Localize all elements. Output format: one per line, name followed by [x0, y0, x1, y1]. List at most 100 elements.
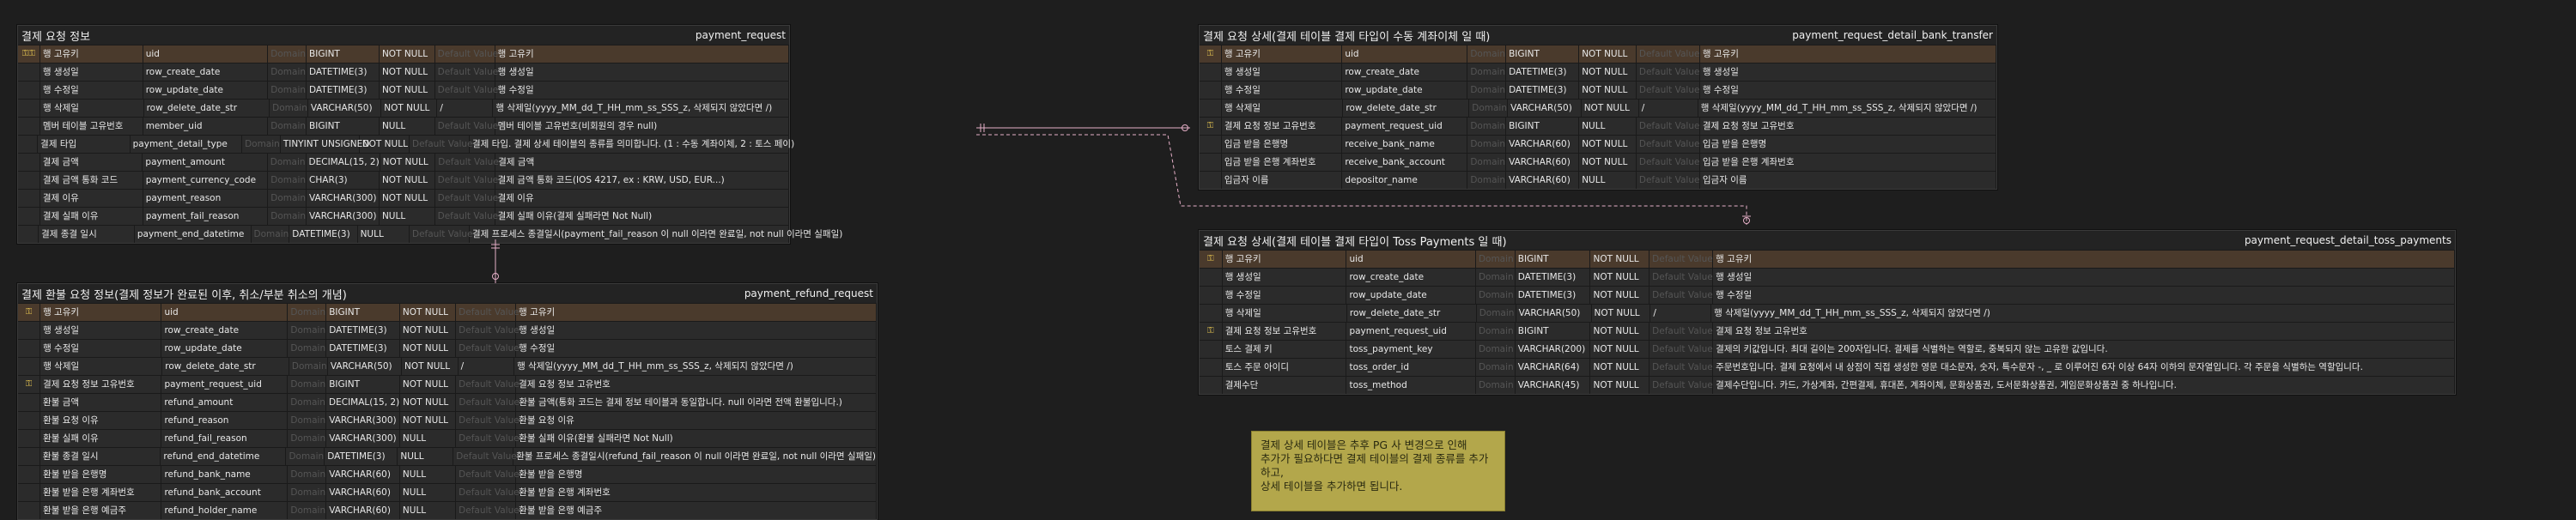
column-default: Default Value — [1649, 377, 1714, 394]
key-cell — [18, 448, 40, 465]
column-comment: 환불 프로세스 종결일시(refund_fail_reason 이 null 이… — [513, 448, 878, 465]
column-type: VARCHAR(300) — [326, 412, 400, 429]
column-logical-name: 행 삭제일 — [40, 358, 163, 375]
column-physical-name: payment_request_uid — [1346, 323, 1476, 340]
column-domain: Domain — [289, 358, 328, 375]
column-type: DATETIME(3) — [326, 340, 400, 357]
key-icon: ⚿⚿ — [18, 45, 40, 63]
entity-payment-refund-request[interactable]: 결제 환불 요청 정보(결제 정보가 완료된 이후, 취소/부분 취소의 개념)… — [17, 283, 878, 520]
key-cell — [1200, 154, 1222, 171]
column-type: BIGINT — [326, 304, 400, 321]
column-comment: 결제의 키값입니다. 최대 길이는 200자입니다. 결제를 식별하는 역할로,… — [1713, 341, 2455, 358]
column-physical-name: refund_amount — [161, 394, 289, 411]
key-cell — [1200, 377, 1223, 394]
key-icon: ⚿ — [1200, 45, 1222, 63]
column-logical-name: 행 삭제일 — [1223, 305, 1347, 322]
column-domain: Domain — [288, 484, 327, 501]
column-type: DATETIME(3) — [289, 226, 358, 243]
column-type: DATETIME(3) — [1506, 82, 1580, 99]
column-comment: 환불 받을 은행 예금주 — [516, 502, 877, 519]
column-domain: Domain — [268, 154, 307, 171]
entity-payment-request-detail-toss-payments[interactable]: 결제 요청 상세(결제 테이블 결제 타입이 Toss Payments 일 때… — [1199, 230, 2456, 395]
column-default: Default Value — [456, 340, 519, 357]
column-comment: 행 생성일 — [1713, 269, 2455, 286]
column-type: BIGINT — [1516, 323, 1591, 340]
column-comment: 행 삭제일(yyyy_MM_dd_T_HH_mm_ss_SSS_z, 삭제되지 … — [493, 100, 789, 117]
column-domain: Domain — [1476, 359, 1516, 376]
column-physical-name: receive_bank_account — [1342, 154, 1468, 171]
column-nullability: NOT NULL — [380, 190, 435, 207]
column-comment: 주문번호입니다. 결제 요청에서 내 상점이 직접 생성한 영문 대소문자, 숫… — [1713, 359, 2455, 376]
column-physical-name: row_create_date — [143, 63, 269, 81]
column-physical-name: row_update_date — [1342, 82, 1468, 99]
column-type: BIGINT — [307, 118, 380, 135]
relation-zero-marker — [1182, 124, 1188, 131]
column-default: Default Value — [435, 208, 498, 225]
key-cell — [1200, 172, 1222, 189]
column-comment: 결제 요청 정보 고유번호 — [516, 376, 877, 393]
key-cell — [1200, 287, 1223, 304]
column-domain: Domain — [1476, 251, 1516, 268]
column-nullability: NOT NULL — [400, 394, 457, 411]
column-type: DATETIME(3) — [326, 322, 400, 339]
note-line: 추가가 필요하다면 결제 테이블의 결제 종류를 추가하고, — [1261, 452, 1489, 479]
design-note: 결제 상세 테이블은 추후 PG 사 변경으로 인해 추가가 필요하다면 결제 … — [1251, 431, 1505, 511]
column-default: Default Value — [1637, 172, 1700, 189]
column-domain: Domain — [1467, 136, 1507, 153]
key-cell — [1200, 136, 1222, 153]
column-type: DATETIME(3) — [1516, 269, 1591, 286]
entity-payment-request-detail-bank-transfer[interactable]: 결제 요청 상세(결제 테이블 결제 타입이 수동 계좌이체 일 때)payme… — [1199, 25, 1997, 190]
column-comment: 행 생성일 — [516, 322, 877, 339]
column-logical-name: 행 고유키 — [40, 304, 162, 321]
column-comment: 행 수정일 — [516, 340, 877, 357]
column-physical-name: row_create_date — [1346, 269, 1476, 286]
column-domain: Domain — [1469, 100, 1509, 117]
column-logical-name: 환불 종결 일시 — [40, 448, 161, 465]
column-type: BIGINT — [1506, 45, 1580, 63]
column-domain: Domain — [1467, 82, 1507, 99]
column-comment: 결제 요청 정보 고유번호 — [1713, 323, 2455, 340]
key-icon: ⚿ — [1200, 118, 1222, 135]
column-domain: Domain — [252, 226, 290, 243]
